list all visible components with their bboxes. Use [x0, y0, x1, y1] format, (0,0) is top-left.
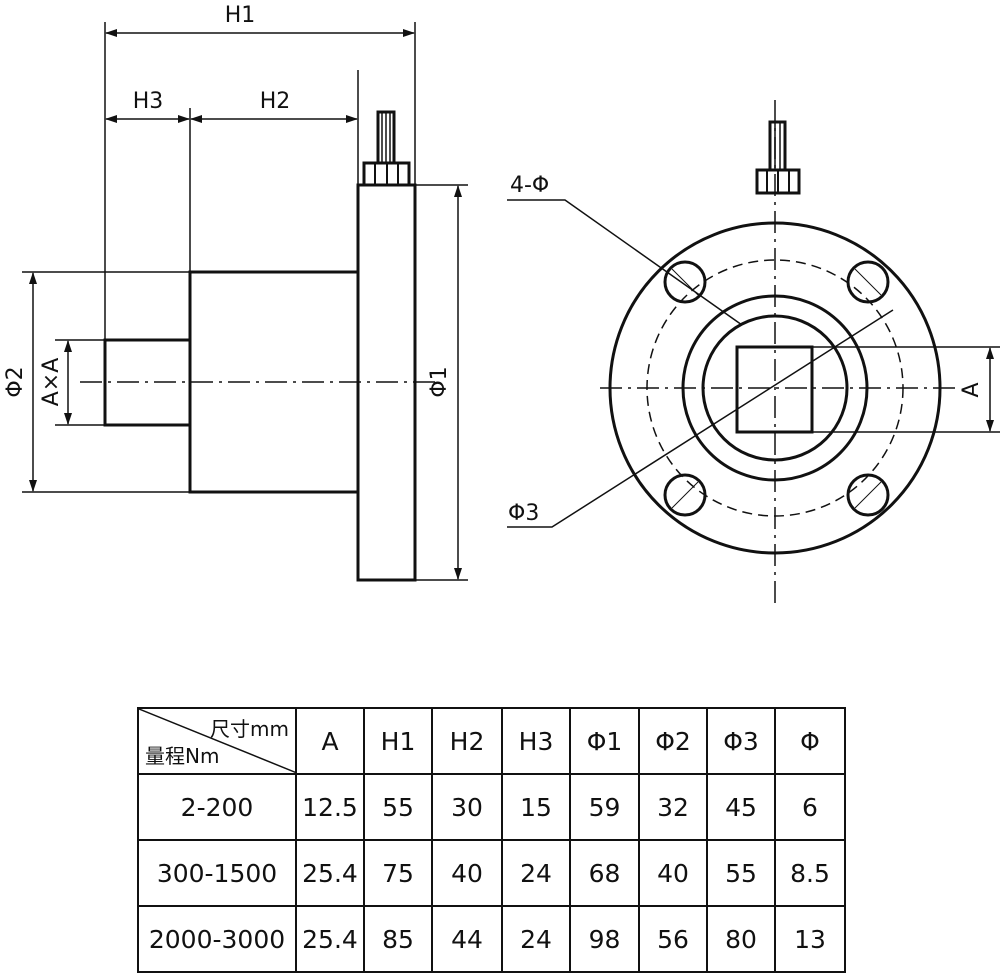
value-cell: 32	[638, 773, 708, 841]
phi3-leader	[507, 309, 894, 528]
value-cell: 13	[774, 905, 846, 973]
header-cell: Φ2	[638, 707, 708, 775]
table-corner-cell: 尺寸mm 量程Nm	[137, 707, 297, 775]
value-cell: 68	[569, 839, 640, 907]
four-phi-label: 4-Φ	[510, 173, 549, 198]
header-cell: Φ	[774, 707, 846, 775]
h2-label: H2	[260, 89, 291, 114]
body-inner-circle	[701, 314, 849, 462]
corner-top-label: 尺寸mm	[210, 717, 289, 741]
bolt-circle	[646, 259, 904, 517]
value-cell: 24	[501, 839, 571, 907]
bolt-hole	[663, 473, 707, 517]
h3-label: H3	[133, 89, 164, 114]
value-cell: 8.5	[774, 839, 846, 907]
header-cell: Φ3	[706, 707, 776, 775]
h1-label: H1	[225, 3, 256, 28]
bolt-hole	[846, 473, 890, 517]
axa-label: A×A	[39, 358, 64, 407]
phi2-label: Φ2	[3, 366, 28, 397]
table-row: 2000-3000 25.4 85 44 24 98 56 80 13	[137, 905, 846, 973]
value-cell: 25.4	[295, 905, 365, 973]
header-cell: H3	[501, 707, 571, 775]
value-cell: 12.5	[295, 773, 365, 841]
value-cell: 55	[363, 773, 433, 841]
four-phi-leader	[507, 199, 743, 326]
value-cell: 98	[569, 905, 640, 973]
range-cell: 300-1500	[137, 839, 297, 907]
header-cell: Φ1	[569, 707, 640, 775]
table-row: 2-200 12.5 55 30 15 59 32 45 6	[137, 773, 846, 841]
value-cell: 75	[363, 839, 433, 907]
table-row: 300-1500 25.4 75 40 24 68 40 55 8.5	[137, 839, 846, 907]
value-cell: 59	[569, 773, 640, 841]
header-cell: H1	[363, 707, 433, 775]
phi1-label: Φ1	[427, 366, 452, 397]
corner-bottom-label: 量程Nm	[145, 744, 220, 768]
a-label: A	[959, 382, 984, 397]
value-cell: 85	[363, 905, 433, 973]
value-cell: 55	[706, 839, 776, 907]
value-cell: 30	[431, 773, 503, 841]
value-cell: 40	[431, 839, 503, 907]
phi3-label: Φ3	[508, 501, 539, 526]
value-cell: 24	[501, 905, 571, 973]
value-cell: 6	[774, 773, 846, 841]
value-cell: 15	[501, 773, 571, 841]
bolt-hole	[663, 260, 707, 304]
header-cell: A	[295, 707, 365, 775]
front-view	[507, 100, 1000, 605]
bolt-hole	[846, 260, 890, 304]
connector-pin-front	[768, 120, 787, 172]
value-cell: 40	[638, 839, 708, 907]
value-cell: 25.4	[295, 839, 365, 907]
side-view	[22, 22, 468, 582]
value-cell: 44	[431, 905, 503, 973]
value-cell: 80	[706, 905, 776, 973]
spec-table: 尺寸mm 量程Nm A H1 H2 H3 Φ1 Φ2 Φ3 Φ 2-200 12…	[137, 707, 846, 973]
table-header-row: 尺寸mm 量程Nm A H1 H2 H3 Φ1 Φ2 Φ3 Φ	[137, 707, 846, 775]
range-cell: 2000-3000	[137, 905, 297, 973]
range-cell: 2-200	[137, 773, 297, 841]
flange-outline	[608, 221, 942, 555]
header-cell: H2	[431, 707, 503, 775]
value-cell: 45	[706, 773, 776, 841]
body-outer-circle	[681, 294, 869, 482]
value-cell: 56	[638, 905, 708, 973]
technical-drawing: H1 H3 H2 Φ2 A×A Φ1	[3, 3, 1000, 605]
square-drive	[735, 345, 814, 434]
